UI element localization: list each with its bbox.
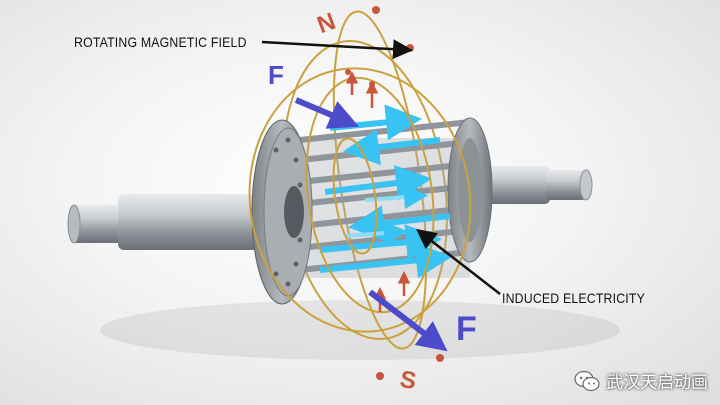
watermark-text: 武汉天启动画 [606,373,708,393]
induced-leader-line [416,228,501,295]
force-arrows [294,97,448,352]
induced-electricity-label: INDUCED ELECTRICITY [502,290,645,306]
watermark: 武汉天启动画 [574,368,708,393]
force-label-bottom: F [456,310,477,348]
floor-shadow [100,300,620,360]
left-shaft [67,194,266,250]
rotating-field-label: ROTATING MAGNETIC FIELD [74,34,247,50]
wechat-icon [574,370,600,391]
force-label-top: F [268,60,284,90]
field-lines-front [248,67,472,333]
field-leader-line [261,39,413,60]
current-arrows-faint [344,185,428,246]
